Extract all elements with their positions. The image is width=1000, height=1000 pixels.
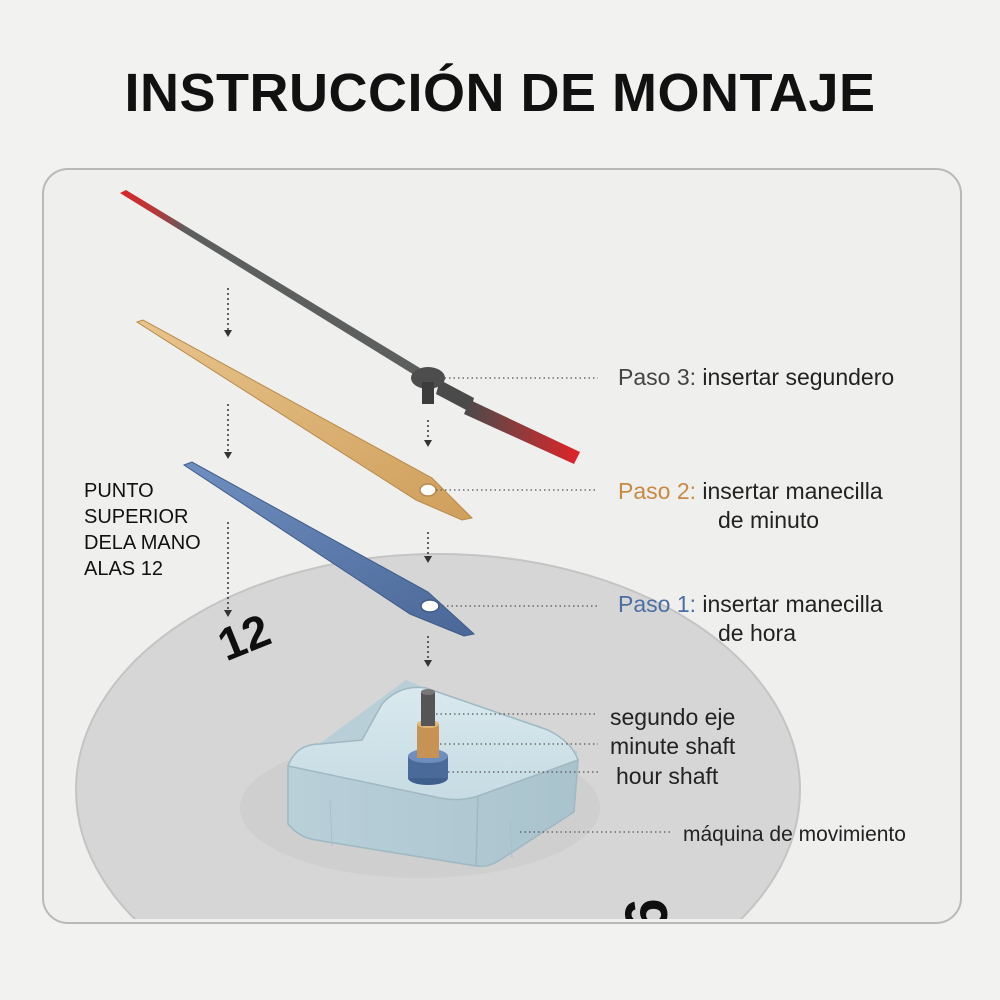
note-line-3: DELA MANO: [84, 532, 201, 554]
step1-prefix: Paso 1:: [618, 591, 696, 617]
assembly-arrows: [227, 288, 429, 660]
step1-text: insertar manecilla: [702, 591, 883, 617]
step1-label: Paso 1: insertar manecilla de hora: [618, 590, 883, 648]
shaft-stack: [408, 689, 448, 785]
step3-text: insertar segundero: [702, 364, 895, 390]
second-shaft: [421, 692, 435, 726]
minute-shaft-label: minute shaft: [610, 733, 736, 759]
page-title: INSTRUCCIÓN DE MONTAJE: [124, 63, 876, 123]
hour-hand: [182, 461, 476, 637]
minute-shaft: [417, 724, 439, 758]
dial-numeral-6: 6: [613, 898, 680, 931]
note-line-2: SUPERIOR: [84, 506, 189, 528]
step2-prefix: Paso 2:: [618, 478, 696, 504]
note-line-4: ALAS 12: [84, 558, 163, 580]
step1-text-line2: de hora: [718, 620, 797, 646]
step2-text-line2: de minuto: [718, 507, 820, 533]
step2-label: Paso 2: insertar manecilla de minuto: [618, 477, 883, 535]
second-hand: [120, 190, 580, 464]
note-line-1: PUNTO: [84, 480, 154, 502]
hour-shaft-label: hour shaft: [616, 763, 719, 789]
leader-lines: [436, 377, 672, 833]
step2-text: insertar manecilla: [702, 478, 883, 504]
step3-label: Paso 3: insertar segundero: [618, 363, 894, 392]
second-shaft-label: segundo eje: [610, 704, 736, 730]
step3-prefix: Paso 3:: [618, 364, 696, 390]
movement-label: máquina de movimiento: [683, 823, 906, 846]
arrow-heads: [224, 330, 432, 667]
alignment-note: PUNTO SUPERIOR DELA MANO ALAS 12: [84, 478, 201, 582]
minute-hand: [135, 319, 474, 521]
